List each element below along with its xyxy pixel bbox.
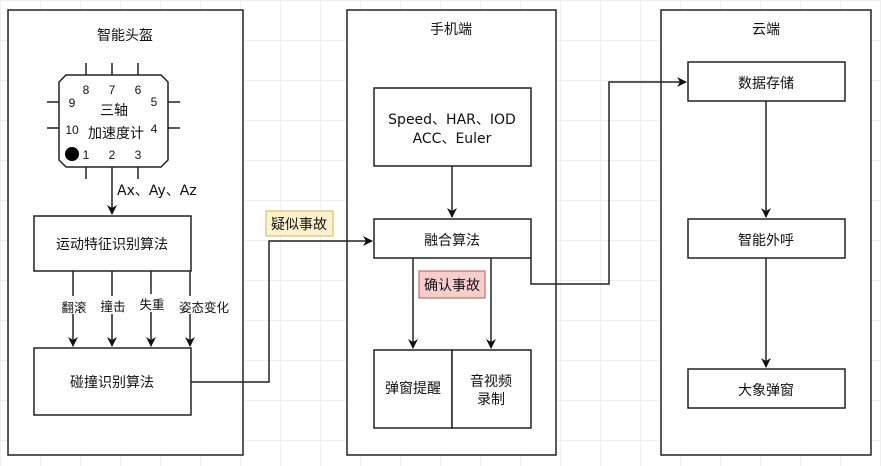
motion-algo-box — [33, 215, 192, 272]
phone-inputs-line2: ACC、Euler — [413, 131, 492, 147]
collision-algo-label: 碰撞识别算法 — [70, 375, 154, 391]
pin-label: 8 — [83, 83, 90, 97]
pin-label: 7 — [109, 83, 116, 97]
data-storage-box — [687, 61, 846, 102]
edge-collision-to-fusion — [191, 236, 373, 383]
pin-label: 3 — [135, 148, 142, 162]
pin-label: 6 — [135, 83, 142, 97]
accelerometer-chip — [58, 74, 169, 168]
pin-label: 10 — [65, 123, 79, 137]
av-record-line2: 录制 — [477, 392, 505, 408]
chip-label-line2: 加速度计 — [88, 126, 144, 142]
elephant-popup-box — [687, 368, 846, 409]
feature-label-rollover: 翻滚 — [61, 300, 87, 315]
helmet-title: 智能头盔 — [97, 28, 153, 44]
popup-alert-label: 弹窗提醒 — [385, 380, 441, 397]
edge-fusion-to-storage — [530, 77, 687, 285]
phone-inputs-line1: Speed、HAR、IOD — [388, 112, 516, 128]
feature-label-weightless: 失重 — [139, 297, 164, 312]
phone-title: 手机端 — [430, 22, 472, 38]
chip-pins — [47, 63, 180, 179]
motion-algo-label: 运动特征识别算法 — [56, 237, 168, 253]
feature-label-posture: 姿态变化 — [179, 300, 230, 315]
popup-alert-box — [373, 349, 453, 429]
smart-call-label: 智能外呼 — [738, 233, 794, 249]
pin-label: 5 — [151, 95, 158, 109]
cloud-title: 云端 — [752, 22, 780, 38]
suspected-accident-label: 疑似事故 — [271, 217, 327, 233]
phone-inputs-box — [373, 87, 532, 167]
feature-label-impact: 撞击 — [100, 299, 125, 314]
smart-call-box — [687, 218, 846, 259]
elephant-popup-label: 大象弹窗 — [738, 382, 794, 399]
confirm-accident-label-bg — [418, 270, 486, 299]
pin-label: 4 — [151, 122, 158, 136]
chip-output-label: Ax、Ay、Az — [117, 183, 197, 199]
confirm-accident-label: 确认事故 — [424, 278, 480, 294]
pin-label: 2 — [109, 148, 116, 162]
av-record-box — [451, 349, 532, 429]
pin-label: 9 — [69, 96, 76, 110]
pin1-marker — [65, 147, 79, 161]
suspected-accident-label-bg — [265, 210, 334, 237]
collision-algo-box — [33, 347, 192, 416]
pin-label: 1 — [83, 148, 90, 162]
fusion-algo-label: 融合算法 — [424, 233, 480, 249]
chip-label-line1: 三轴 — [100, 103, 128, 119]
av-record-line1: 音视频 — [470, 373, 512, 390]
fusion-algo-box — [373, 218, 532, 259]
data-storage-label: 数据存储 — [738, 76, 794, 92]
